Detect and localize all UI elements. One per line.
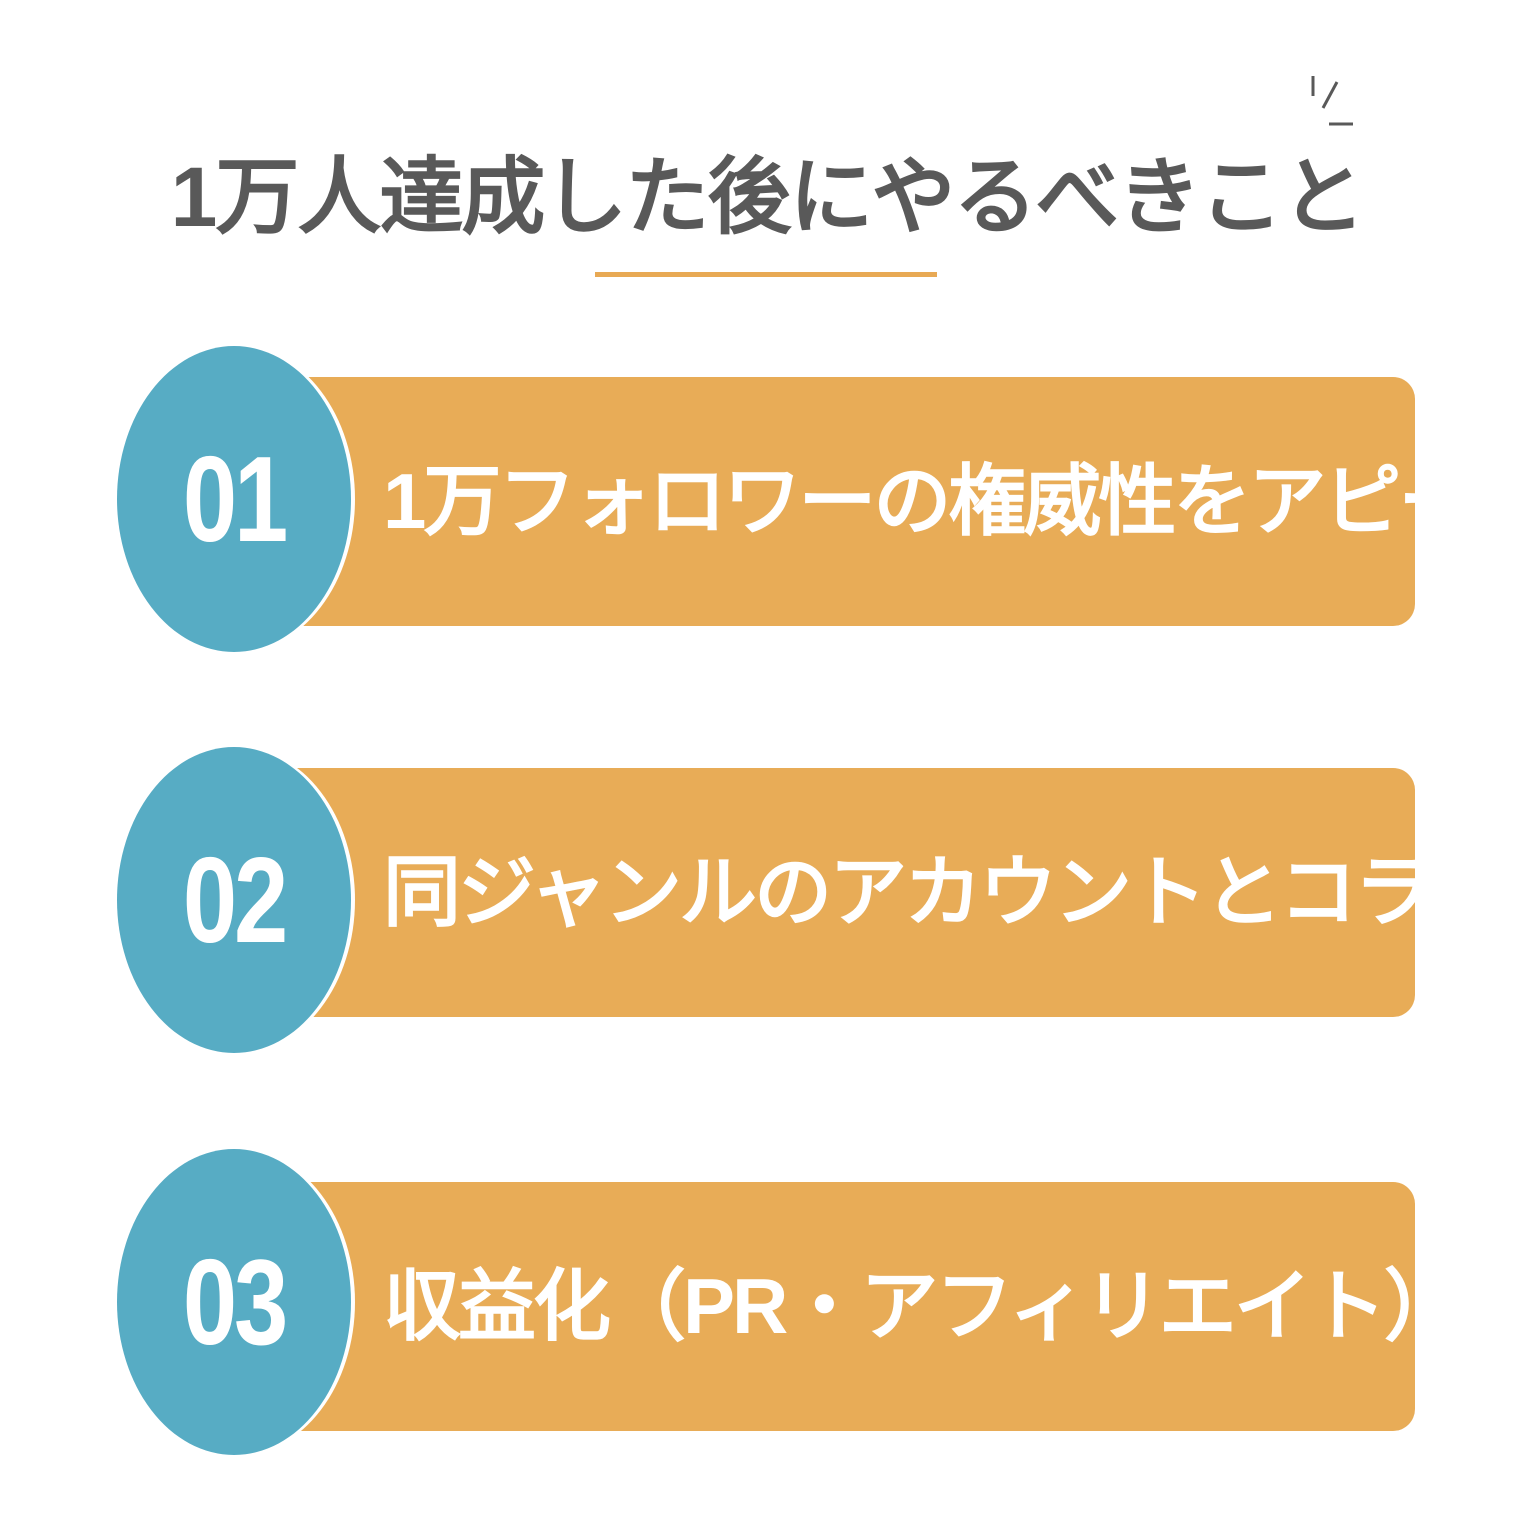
item-label: 1万フォロワーの権威性をアピール: [383, 457, 1534, 545]
item-number: 01: [182, 431, 288, 567]
item-bar-1: 1万フォロワーの権威性をアピール: [295, 377, 1534, 626]
item-label: 収益化（PR・アフィリエイト）: [383, 1262, 1462, 1350]
item-number-badge-1: 01: [117, 346, 351, 652]
sparkle-icon: [1311, 76, 1353, 126]
item-label: 同ジャンルのアカウントとコラボ: [383, 848, 1507, 936]
item-number-badge-3: 03: [117, 1149, 351, 1455]
item-number: 02: [182, 832, 288, 968]
page-title: 1万人達成した後にやるべきこと: [170, 150, 1366, 244]
item-number-badge-2: 02: [117, 747, 351, 1053]
item-number: 03: [182, 1234, 288, 1370]
item-bar-3: 収益化（PR・アフィリエイト）: [295, 1182, 1462, 1431]
item-bar-2: 同ジャンルのアカウントとコラボ: [295, 768, 1507, 1017]
title-underline: [595, 272, 937, 277]
